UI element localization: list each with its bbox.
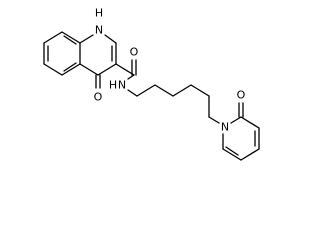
nitrogen-label: N (95, 24, 103, 37)
double-bond-inner (225, 146, 239, 156)
amide-nh-label: H N (109, 79, 126, 92)
amide-group (115, 59, 137, 80)
bond (154, 84, 174, 97)
quinolinone-ring (79, 34, 117, 89)
bond (115, 63, 135, 76)
chemical-structure-diagram: H N O O H N N O (43, 7, 260, 161)
bond (104, 34, 117, 44)
bond (43, 31, 63, 44)
bond (79, 34, 94, 44)
bond (136, 84, 156, 97)
bond (127, 89, 138, 97)
butyl-chain (127, 84, 210, 118)
pyridone-ring (208, 102, 260, 161)
bond (127, 74, 135, 80)
bond (208, 116, 220, 124)
amide-oxygen-label: O (130, 46, 139, 59)
hydrogen-label: H (109, 79, 117, 92)
hydrogen-label: H (95, 7, 103, 20)
bond (240, 148, 260, 161)
bond (230, 116, 242, 124)
keto-oxygen-label: O (94, 91, 103, 104)
bond (240, 116, 260, 129)
bond (172, 84, 192, 97)
atom-labels: H N O O H N N O (94, 7, 246, 134)
bond (190, 84, 210, 97)
double-bond-inner (63, 35, 77, 45)
bond (79, 63, 99, 76)
bond (222, 148, 242, 161)
bond (43, 63, 63, 76)
bond (61, 31, 81, 44)
bond (61, 63, 81, 76)
bond (97, 63, 117, 76)
benzo-ring (43, 31, 81, 76)
double-bond-inner (63, 62, 77, 72)
ring-nh-label: H N (95, 7, 103, 37)
pyridone-nitrogen-label: N (221, 121, 229, 134)
nitrogen-label: N (118, 79, 126, 92)
pyridone-oxygen-label: O (237, 89, 246, 102)
